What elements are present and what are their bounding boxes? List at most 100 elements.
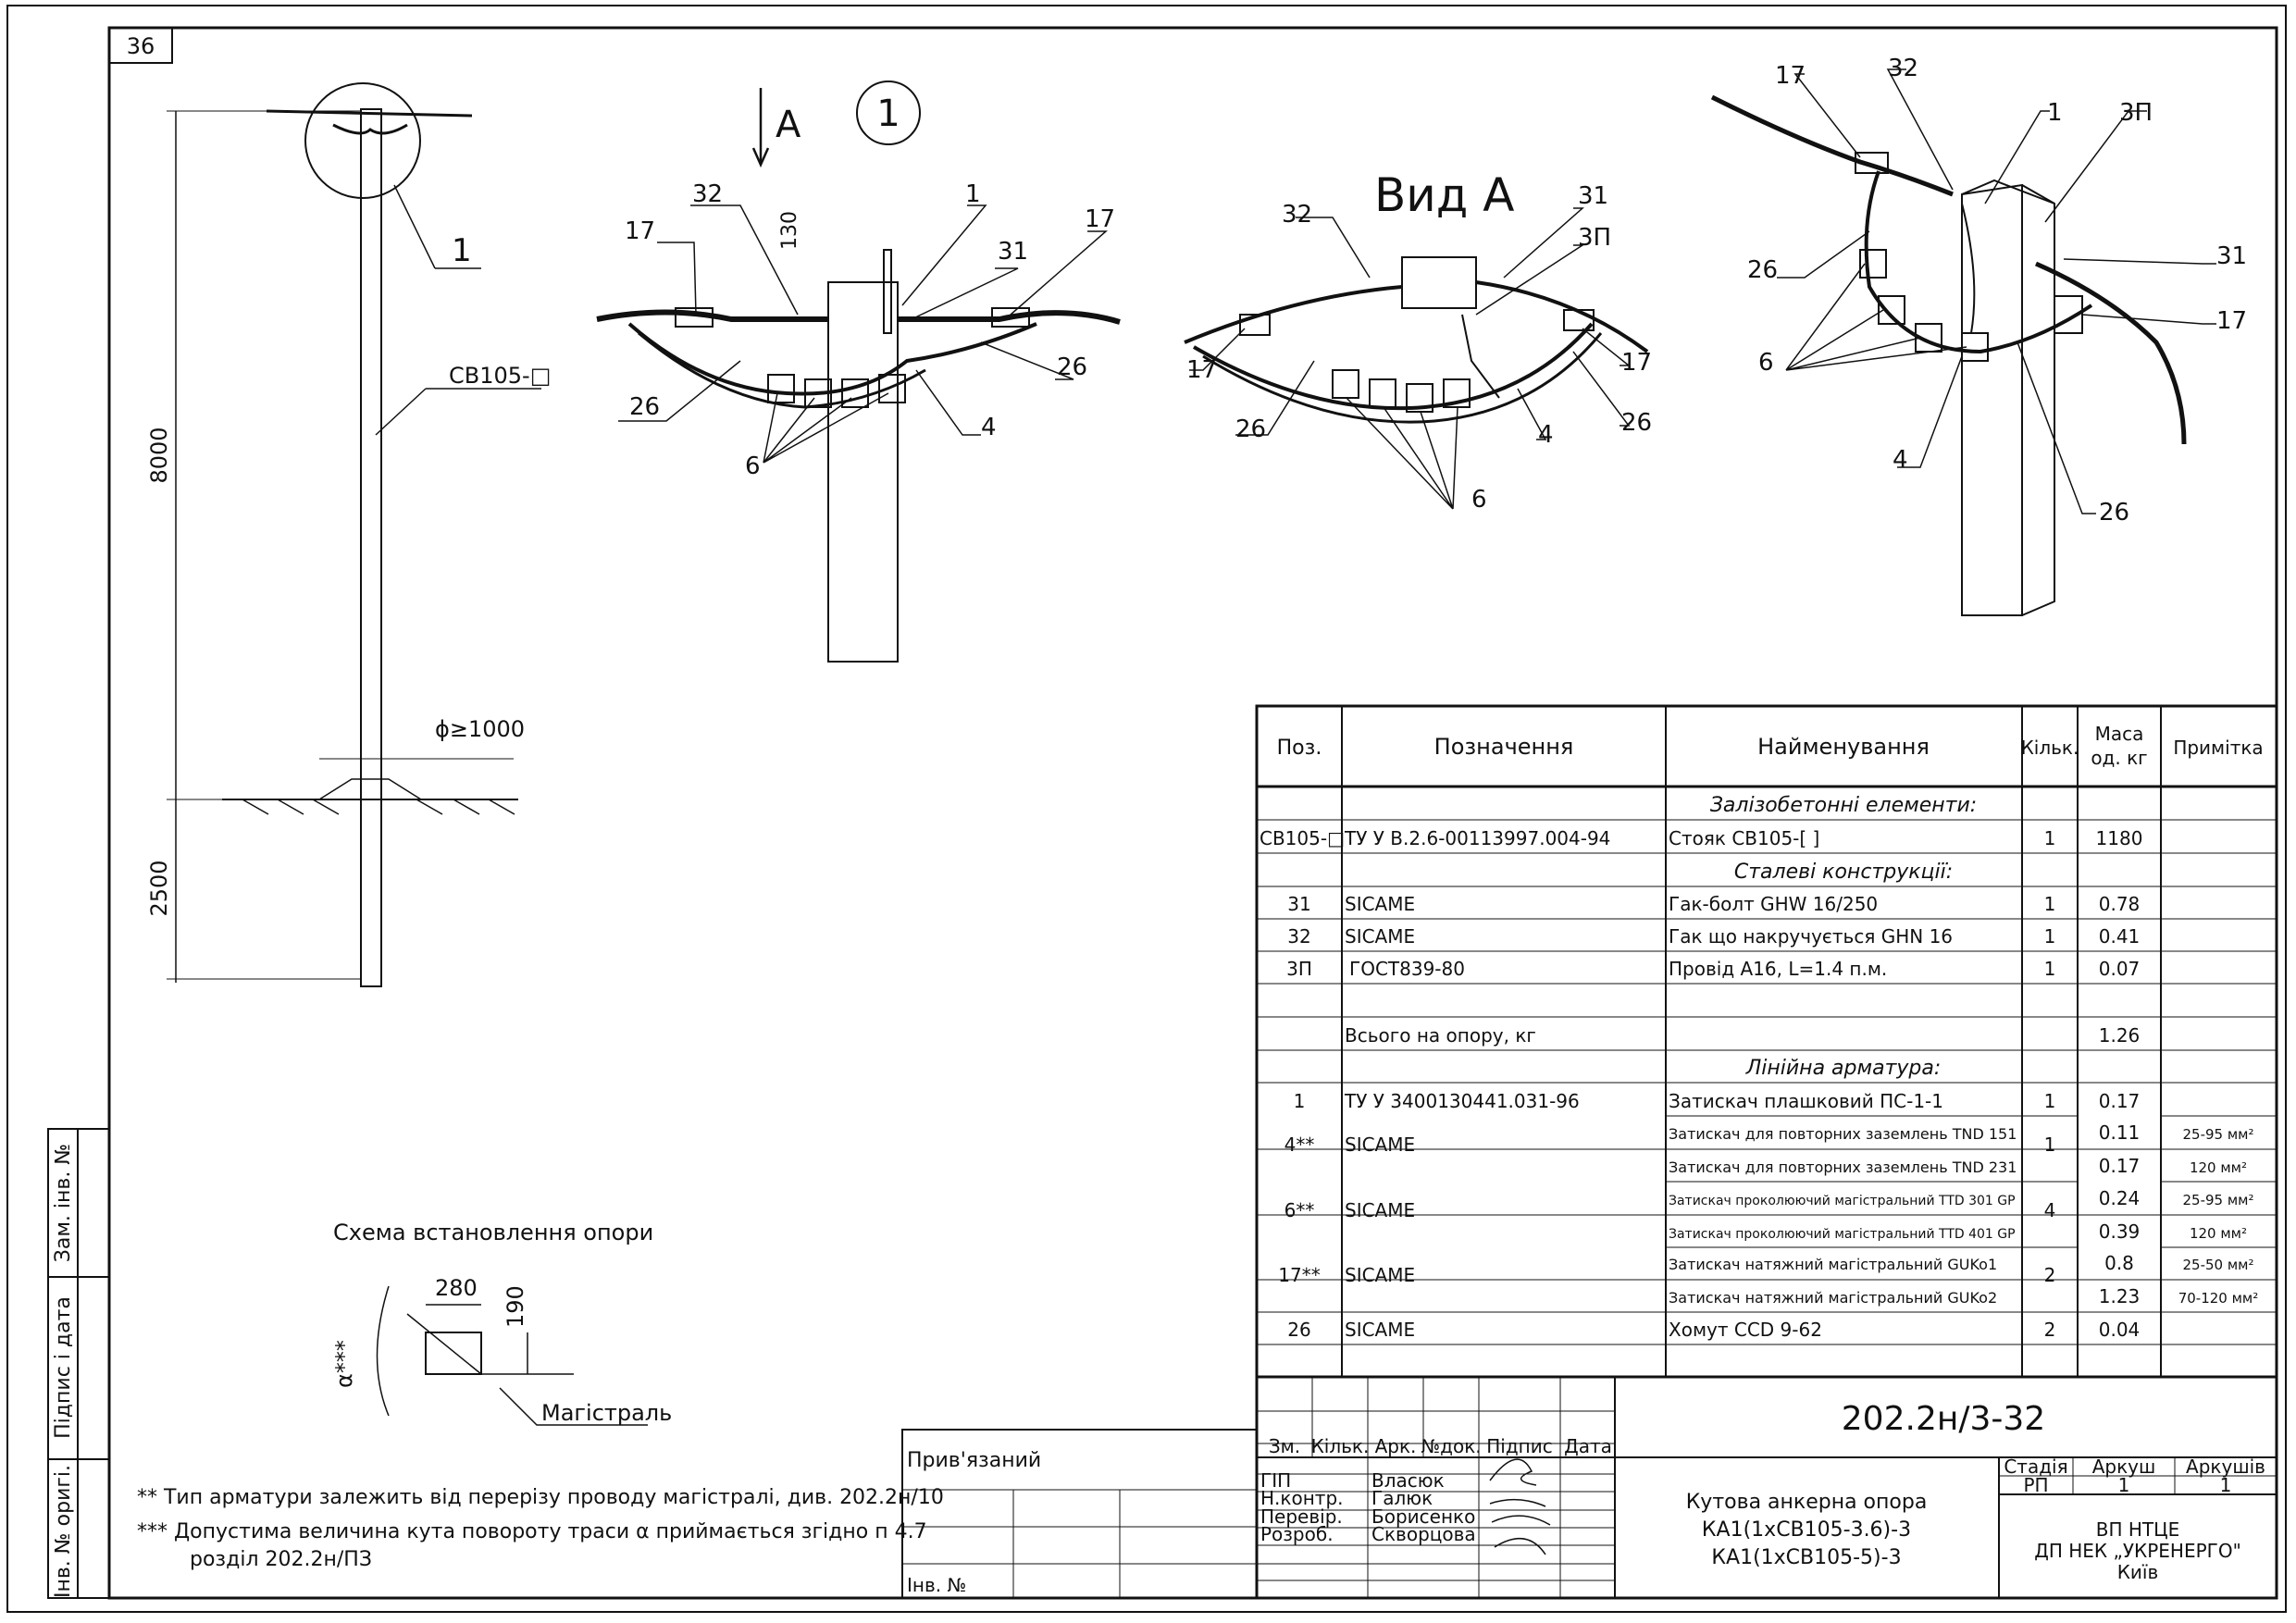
row-3p-des: ГОСТ839-80 [1349, 958, 1465, 980]
scheme-title: Схема встановлення опори [333, 1220, 653, 1245]
row-1-des: ТУ У 3400130441.031-96 [1344, 1090, 1580, 1112]
tb-hdr-kilk: Кільк. [1311, 1435, 1370, 1457]
v1-dim-130: 130 [778, 211, 801, 250]
title-line-1: Кутова анкерна опора [1686, 1491, 1928, 1514]
tb-hdr-ndok: №док. [1421, 1435, 1481, 1457]
row-6-mass-2: 0.39 [2099, 1220, 2141, 1243]
pole-elevation: 1 8000 2500 СВ105-□ ϕ≥1000 [146, 82, 551, 987]
row-total-mass: 1.26 [2099, 1024, 2141, 1047]
role-0: ГІП [1260, 1469, 1291, 1492]
row-17-note-2: 70-120 мм² [2178, 1290, 2259, 1307]
row-4-mass-2: 0.17 [2099, 1155, 2141, 1177]
role-1-name: Галюк [1371, 1487, 1433, 1509]
hdr-designation: Позначення [1434, 734, 1574, 760]
detail-view-1: A 1 17 32 130 1 31 17 26 26 6 4 [596, 81, 1121, 663]
section-concrete: Залізобетонні елементи: [1710, 794, 1977, 817]
row-6-pos: 6** [1285, 1199, 1315, 1221]
tb-hdr-zm: Зм. [1269, 1435, 1300, 1457]
va-label-31: 31 [1578, 182, 1608, 210]
hdr-mass-1: Маса [2095, 723, 2144, 745]
hdr-qty: Кільк. [2021, 737, 2079, 759]
scheme-dim-a: 280 [435, 1275, 478, 1301]
note-2: *** Допустима величина кута повороту тра… [137, 1520, 927, 1543]
view-arrow-label: A [776, 104, 801, 146]
row-6-qty: 4 [2044, 1199, 2056, 1221]
role-2: Перевір. [1260, 1505, 1343, 1528]
row-4-qty: 1 [2044, 1134, 2056, 1156]
row-sv105-pos: СВ105-□ [1260, 827, 1345, 849]
row-17-name-2: Затискач натяжний магістральний GUKo2 [1669, 1289, 1997, 1307]
row-17-qty: 2 [2044, 1264, 2056, 1286]
row-4-note-2: 120 мм² [2190, 1159, 2247, 1176]
row-32-des: SICAME [1345, 925, 1415, 948]
scheme-angle: α*** [331, 1340, 357, 1388]
hdr-mass-2: од. кг [2091, 747, 2147, 769]
depth-dim: 2500 [146, 860, 172, 916]
height-dim: 8000 [146, 427, 172, 483]
org-3: Київ [2117, 1561, 2159, 1583]
note-3: розділ 202.2н/ПЗ [190, 1548, 372, 1571]
v1-label-26b: 26 [1057, 353, 1087, 381]
row-17-note-1: 25-50 мм² [2183, 1257, 2254, 1273]
inv-label: Інв. № [907, 1574, 966, 1596]
sheet-hdr: Аркуш [2092, 1456, 2156, 1478]
row-32-mass: 0.41 [2099, 925, 2141, 948]
v1-label-6: 6 [745, 452, 761, 480]
row-1-qty: 1 [2044, 1090, 2056, 1112]
signatures [1489, 1458, 1551, 1555]
sheet-val: 1 [2118, 1474, 2130, 1496]
row-6-des: SICAME [1345, 1199, 1415, 1221]
pole-shaft [360, 108, 382, 987]
va-label-4: 4 [1538, 421, 1554, 449]
row-total-des: Всього на опору, кг [1345, 1024, 1536, 1047]
row-26-mass: 0.04 [2099, 1319, 2141, 1341]
hdr-note: Примітка [2173, 737, 2263, 759]
iso-label-31: 31 [2216, 242, 2247, 270]
detail-view-iso: 17 32 1 3П 26 31 17 6 4 26 [1710, 55, 2247, 616]
row-3p-name: Провід А16, L=1.4 п.м. [1669, 958, 1887, 980]
row-31-pos: 31 [1287, 893, 1310, 915]
row-26-name: Хомут CCD 9-62 [1669, 1319, 1822, 1341]
row-26-qty: 2 [2044, 1319, 2056, 1341]
drawing-code: 202.2н/3-32 [1842, 1400, 2045, 1438]
row-32-qty: 1 [2044, 925, 2056, 948]
row-17-mass-1: 0.8 [2104, 1252, 2134, 1274]
role-3-name: Скворцова [1371, 1523, 1476, 1545]
row-6-name-2: Затискач проколюючий магістральний TTD 4… [1669, 1227, 2016, 1242]
outer-frame [6, 5, 2287, 1613]
row-6-note-1: 25-95 мм² [2183, 1192, 2254, 1208]
detail-view-a: Вид А 32 31 3П 17 17 26 26 4 6 [1184, 168, 1652, 514]
va-label-17b: 17 [1621, 349, 1652, 377]
va-label-26a: 26 [1235, 415, 1266, 443]
row-sv105-mass: 1180 [2096, 827, 2143, 849]
iso-label-32: 32 [1888, 55, 1918, 82]
row-4-note-1: 25-95 мм² [2183, 1126, 2254, 1143]
tb-hdr-ark: Арк. [1375, 1435, 1417, 1457]
v1-label-4: 4 [981, 414, 997, 441]
row-6-mass-1: 0.24 [2099, 1187, 2141, 1209]
tb-hdr-pidpys: Підпис [1486, 1435, 1553, 1457]
side-label-sign-date: Підпис і дата [52, 1296, 75, 1439]
va-label-32: 32 [1282, 201, 1312, 229]
title-block: Прив'язаний Інв. № Зм. Кільк. Арк. №док.… [901, 1375, 2278, 1600]
iso-label-26a: 26 [1747, 256, 1778, 284]
row-sv105-qty: 1 [2044, 827, 2056, 849]
v1-label-26a: 26 [629, 393, 660, 421]
row-6-note-2: 120 мм² [2190, 1225, 2247, 1242]
side-label-zam-inv: Зам. інв. № [52, 1144, 75, 1263]
iso-label-6: 6 [1758, 349, 1774, 377]
row-31-qty: 1 [2044, 893, 2056, 915]
side-label-inv-orig: Інв. № оригі. [52, 1465, 75, 1598]
hdr-name: Найменування [1757, 734, 1930, 760]
row-17-pos: 17** [1278, 1264, 1320, 1286]
tb-hdr-data: Дата [1564, 1435, 1612, 1457]
v1-label-1: 1 [965, 180, 981, 208]
row-32-pos: 32 [1287, 925, 1310, 948]
row-4-pos: 4** [1285, 1134, 1315, 1156]
role-0-name: Власюк [1371, 1469, 1445, 1492]
row-3p-qty: 1 [2044, 958, 2056, 980]
iso-label-4: 4 [1893, 446, 1908, 474]
role-1: Н.контр. [1260, 1487, 1344, 1509]
detail-circle [304, 82, 421, 199]
side-stamp: Інв. № оригі. Підпис і дата Зам. інв. № [47, 1128, 110, 1599]
